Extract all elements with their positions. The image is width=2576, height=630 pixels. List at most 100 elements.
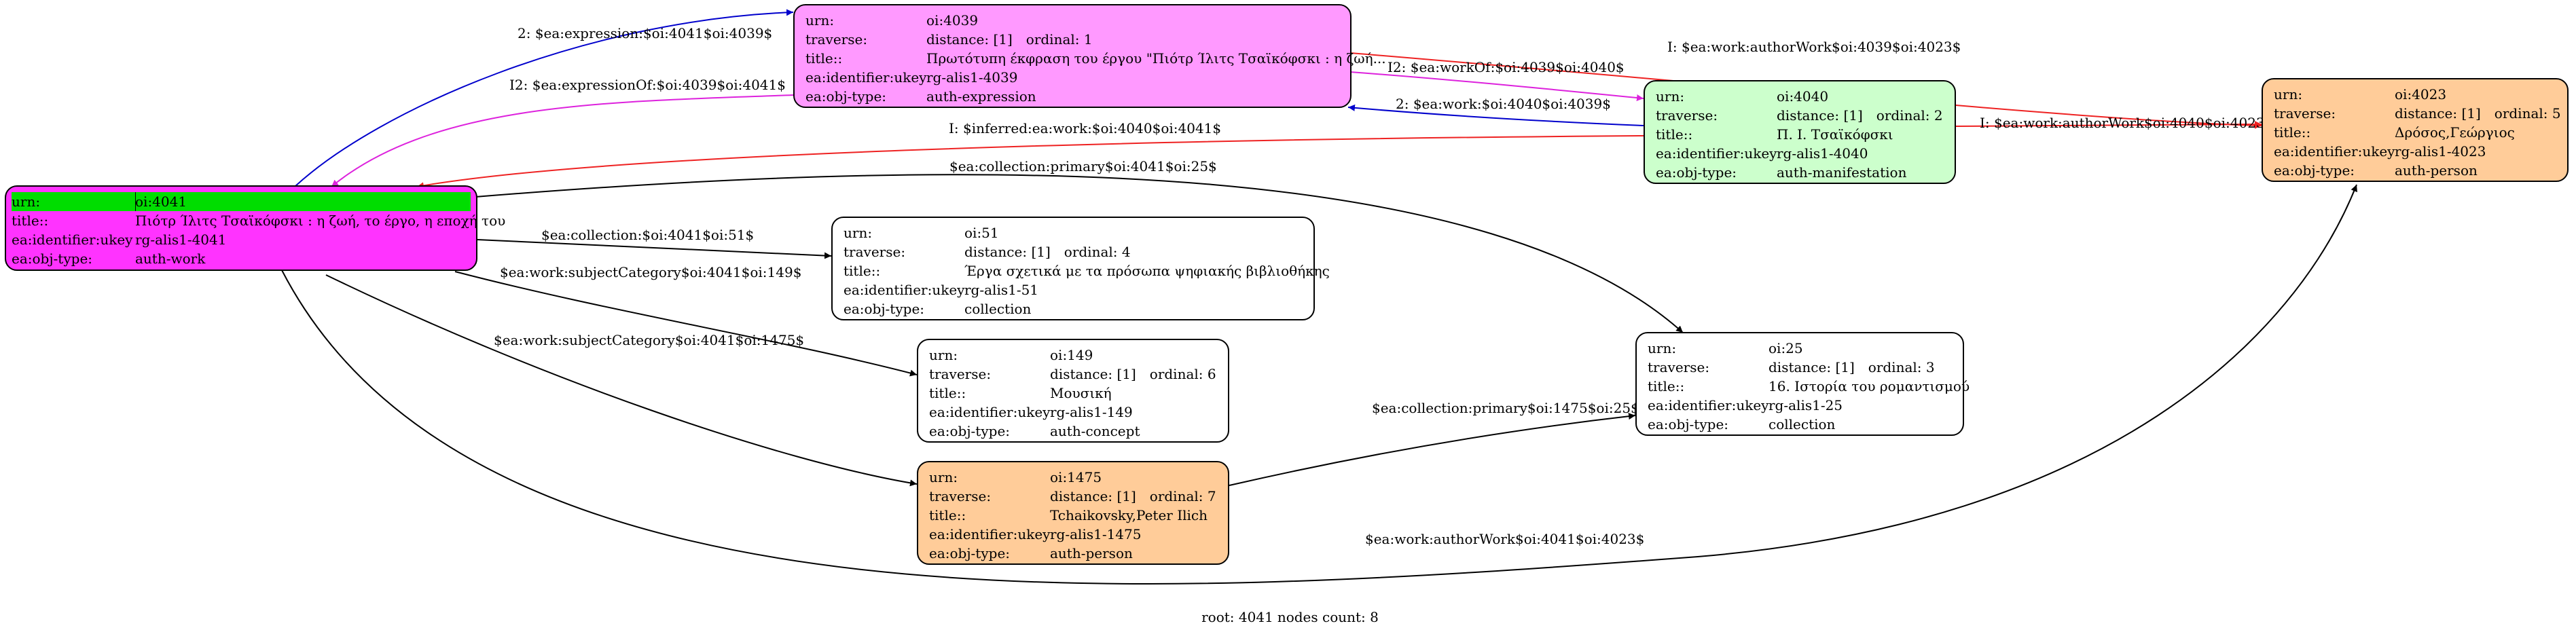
edge-collection-4041-51 xyxy=(477,239,832,259)
node-oi-4039[interactable]: urn: oi:4039 traverse: distance: [1] ordina… xyxy=(793,4,1386,108)
node-oi-4040[interactable]: urn:oi:4040 traverse:distance: [1]ordina… xyxy=(1644,80,1956,184)
edge-inferred-work-4040-4041 xyxy=(416,135,1644,189)
field-key: ea:identifier:ukey xyxy=(929,404,1051,420)
field-key: title:: xyxy=(929,385,966,401)
field-key: traverse: xyxy=(929,366,992,382)
field-key: title:: xyxy=(929,507,966,523)
distance-value: distance: [1] xyxy=(1777,107,1863,124)
ukey-value: rg-alis1-4041 xyxy=(135,231,227,248)
edge-label: I2: $ea:expressionOf:$oi:4039$oi:4041$ xyxy=(509,77,786,93)
distance-value: distance: [1] xyxy=(926,31,1013,48)
root-header-bar xyxy=(12,192,471,211)
field-key: urn: xyxy=(843,225,873,241)
field-key: urn: xyxy=(929,469,958,485)
urn-value: oi:4039 xyxy=(926,12,979,29)
edge-label: $ea:collection:primary$oi:4041$oi:25$ xyxy=(949,158,1217,174)
field-key: ea:identifier:ukey xyxy=(929,526,1051,542)
field-key: urn: xyxy=(805,12,835,29)
edge-authorwork-4041-4023 xyxy=(281,184,2357,585)
type-value: auth-concept xyxy=(1050,423,1140,439)
urn-value: oi:51 xyxy=(964,225,999,241)
title-value: Πρωτότυπη έκφραση του έργου "Πιότρ Ίλιτς… xyxy=(926,50,1386,67)
field-key: urn: xyxy=(929,347,958,363)
edge-label: I: $inferred:ea:work:$oi:4040$oi:4041$ xyxy=(949,120,1222,136)
title-value: Π. Ι. Τσαϊκόφσκι xyxy=(1777,126,1893,143)
edge-label: $ea:work:subjectCategory$oi:4041$oi:1475… xyxy=(494,332,805,348)
type-value: auth-expression xyxy=(926,88,1036,105)
field-key: urn: xyxy=(1648,340,1677,356)
ordinal-value: ordinal: 5 xyxy=(2494,105,2561,122)
edge-expression-4041-4039 xyxy=(295,9,794,187)
type-value: auth-manifestation xyxy=(1777,164,1907,181)
edge-collection-primary-4041-25 xyxy=(475,174,1684,333)
edge-expressionof-4039-4041 xyxy=(331,94,794,187)
urn-value: oi:25 xyxy=(1768,340,1803,356)
field-key: ea:identifier:ukey xyxy=(1656,145,1777,162)
edge-label: I2: $ea:workOf:$oi:4039$oi:4040$ xyxy=(1387,59,1625,75)
type-value: auth-work xyxy=(135,251,206,267)
title-value: Δρόσος,Γεώργιος xyxy=(2395,124,2515,141)
field-key: ea:identifier:ukey xyxy=(2274,143,2395,160)
ordinal-value: ordinal: 4 xyxy=(1064,244,1131,260)
ukey-value: rg-alis1-1475 xyxy=(1050,526,1142,542)
nodes-count-label: nodes count: 8 xyxy=(1277,609,1379,625)
type-value: collection xyxy=(1768,416,1836,432)
field-key: ea:obj-type: xyxy=(929,423,1011,439)
field-key: title:: xyxy=(2274,124,2311,141)
field-key: ea:obj-type: xyxy=(843,301,925,317)
distance-value: distance: [1] xyxy=(1768,359,1855,375)
ordinal-value: ordinal: 3 xyxy=(1868,359,1935,375)
ukey-value: rg-alis1-25 xyxy=(1768,397,1843,413)
edge-work-4040-4039 xyxy=(1347,104,1644,126)
node-oi-149[interactable]: urn:oi:149 traverse:distance: [1]ordinal… xyxy=(917,339,1229,443)
edge-label: $ea:work:authorWork$oi:4041$oi:4023$ xyxy=(1365,531,1645,547)
urn-value: oi:4040 xyxy=(1777,88,1829,105)
ordinal-value: ordinal: 2 xyxy=(1876,107,1943,124)
field-key: ea:identifier:ukey xyxy=(805,69,927,86)
type-value: collection xyxy=(964,301,1032,317)
node-oi-25[interactable]: urn:oi:25 traverse:distance: [1]ordinal:… xyxy=(1635,332,1970,436)
ordinal-value: ordinal: 7 xyxy=(1149,488,1216,504)
node-oi-4023[interactable]: urn:oi:4023 traverse:distance: [1]ordina… xyxy=(2262,78,2569,182)
node-oi-51[interactable]: urn: oi:51 traverse: distance: [1] ordinal:… xyxy=(831,217,1330,320)
field-key: ea:obj-type: xyxy=(12,251,93,267)
field-key: traverse: xyxy=(2274,105,2336,122)
distance-value: distance: [1] xyxy=(1050,366,1136,382)
urn-value: oi:149 xyxy=(1050,347,1093,363)
edge-label: I: $ea:work:authorWork$oi:4040$oi:4023$ xyxy=(1980,115,2274,131)
field-key: traverse: xyxy=(1656,107,1718,124)
edge-label: I: $ea:work:authorWork$oi:4039$oi:4023$ xyxy=(1667,39,1961,55)
title-value: Έργα σχετικά με τα πρόσωπα ψηφιακής βιβλ… xyxy=(964,263,1330,279)
title-value: Πιότρ Ίλιτς Τσαϊκόφσκι : η ζωή, το έργο,… xyxy=(135,212,506,229)
edge-subjectcategory-4041-149 xyxy=(454,271,918,377)
distance-value: distance: [1] xyxy=(964,244,1051,260)
field-key: ea:identifier:ukey xyxy=(843,282,965,298)
ordinal-value: ordinal: 1 xyxy=(1026,31,1093,48)
distance-value: distance: [1] xyxy=(1050,488,1136,504)
edge-label: $ea:collection:primary$oi:1475$oi:25$ xyxy=(1372,400,1639,416)
field-key: traverse: xyxy=(929,488,992,504)
root-label: root: 4041 xyxy=(1201,609,1273,625)
ukey-value: rg-alis1-149 xyxy=(1050,404,1133,420)
ukey-value: rg-alis1-4023 xyxy=(2395,143,2486,160)
field-key: traverse: xyxy=(805,31,868,48)
field-key: ea:identifier:ukey xyxy=(12,231,133,248)
urn-value: oi:1475 xyxy=(1050,469,1102,485)
urn-value: oi:4041 xyxy=(135,193,187,210)
field-key: title:: xyxy=(805,50,843,67)
field-key: traverse: xyxy=(843,244,906,260)
node-oi-1475[interactable]: urn: oi:1475 traverse: distance: [1] ordina… xyxy=(917,461,1229,565)
field-key: title:: xyxy=(843,263,881,279)
title-value: Tchaikovsky,Peter Ilich xyxy=(1050,507,1208,523)
field-key: ea:obj-type: xyxy=(929,545,1011,561)
edge-label: $ea:collection:$oi:4041$oi:51$ xyxy=(541,227,755,243)
edge-workof-4039-4040 xyxy=(1349,71,1644,101)
ukey-value: rg-alis1-4040 xyxy=(1777,145,1868,162)
field-key: ea:obj-type: xyxy=(805,88,887,105)
edge-subjectcategory-4041-1475 xyxy=(325,274,918,487)
node-oi-4041[interactable]: urn:oi:4041 title::Πιότρ Ίλιτς Τσαϊκόφσκ… xyxy=(5,185,505,271)
edge-label: $ea:work:subjectCategory$oi:4041$oi:149$ xyxy=(500,264,802,280)
field-key: title:: xyxy=(1648,378,1685,394)
field-key: urn: xyxy=(2274,86,2303,103)
